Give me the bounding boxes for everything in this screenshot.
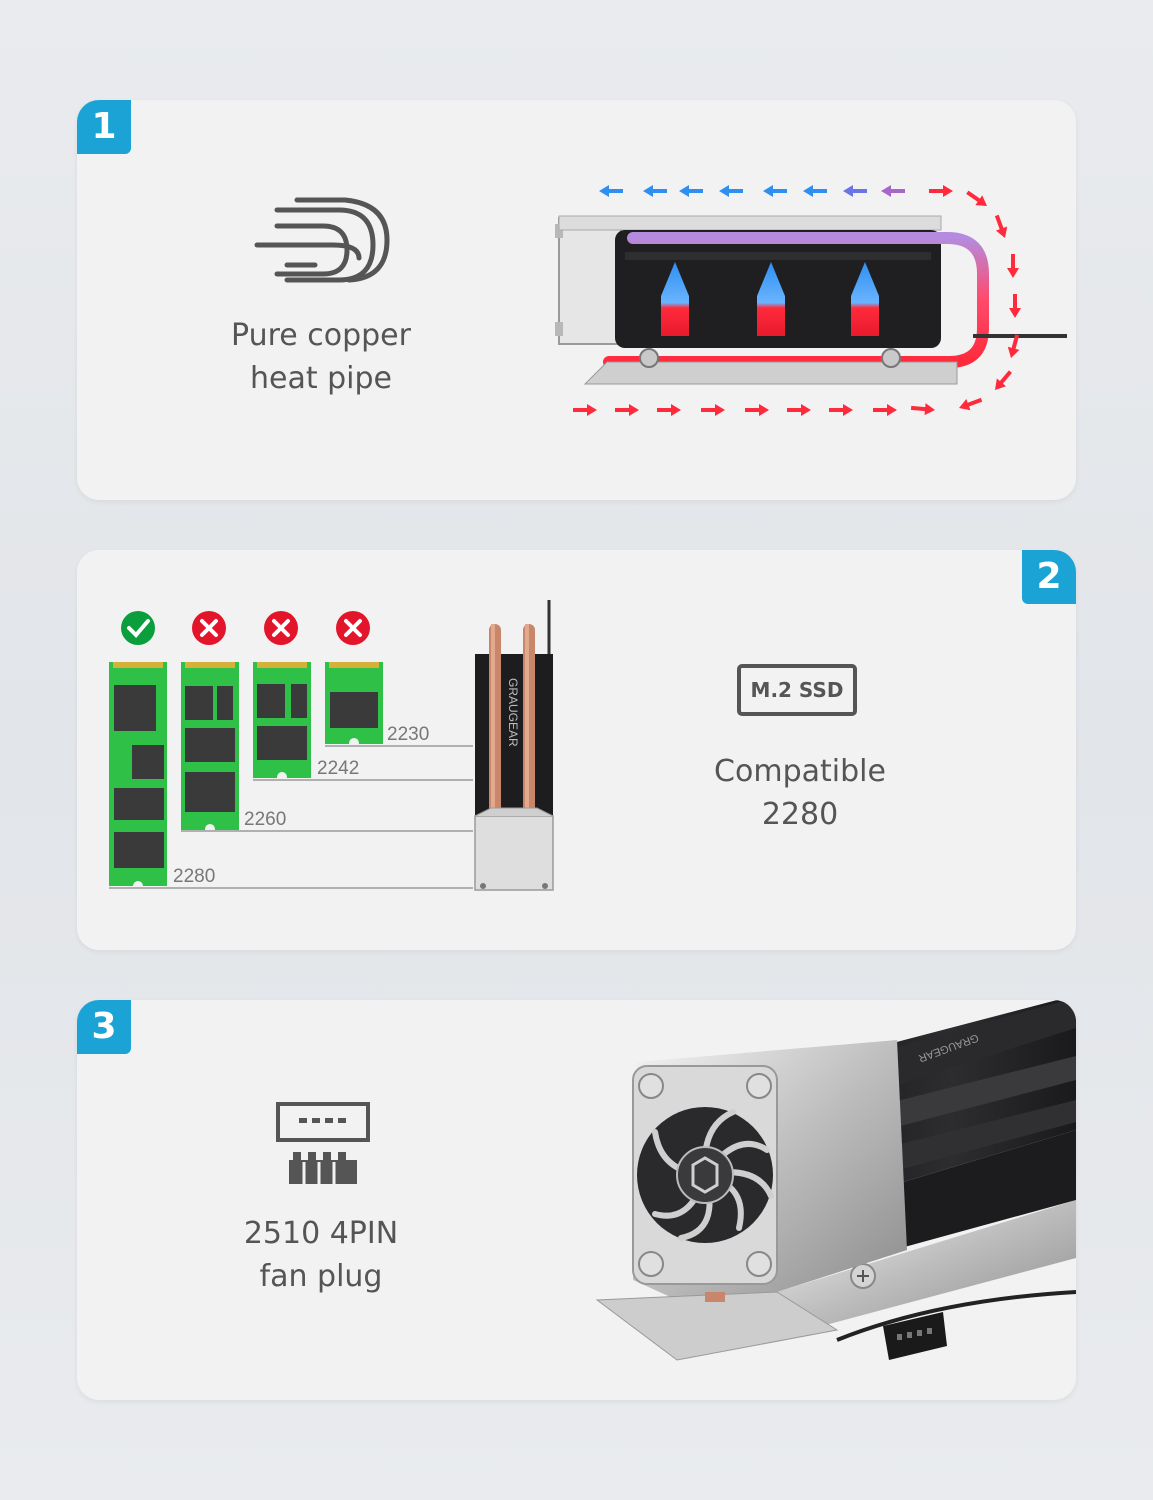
m2-ssd-icon: M.2 SSD xyxy=(737,664,857,716)
ssd-2230 xyxy=(325,662,383,748)
check-icon xyxy=(121,611,155,645)
heatsink-product-render: GRAUGEAR xyxy=(595,1000,1076,1361)
panel-3-graphics: GRAUGEAR xyxy=(276,1000,1076,1361)
cross-icon xyxy=(264,611,298,645)
heatsink-top-view: GRAUGEAR xyxy=(474,600,554,891)
panel-1-graphics xyxy=(254,185,1067,416)
ssd-size-label: 2242 xyxy=(317,758,359,779)
caption-line: 2510 4PIN xyxy=(243,1216,399,1251)
ssd-size-label: 2260 xyxy=(244,809,286,830)
step-badge-3: 3 xyxy=(77,1000,131,1054)
ssd-2260 xyxy=(181,662,239,834)
feature-panel-compatibility: 2 xyxy=(77,550,1076,950)
caption-line: fan plug xyxy=(259,1259,383,1294)
cool-airflow-arrows xyxy=(599,185,905,197)
hot-airflow-arrows xyxy=(573,185,1021,416)
cross-icon xyxy=(192,611,226,645)
feature-panel-fan-plug: 3 xyxy=(77,1000,1076,1400)
heatsink-brand-label: GRAUGEAR xyxy=(506,678,520,747)
caption-line: 2280 xyxy=(761,797,839,832)
heat-pipe-icon xyxy=(254,197,390,283)
ssd-size-label: 2230 xyxy=(387,724,429,745)
fan-plug-caption: 2510 4PIN fan plug xyxy=(195,1212,447,1298)
ssd-2242 xyxy=(253,662,311,782)
step-badge-2: 2 xyxy=(1022,550,1076,604)
caption-line: heat pipe xyxy=(249,361,393,396)
heatsink-airflow-illustration xyxy=(555,185,1067,416)
ssd-2280 xyxy=(109,662,167,891)
step-badge-1: 1 xyxy=(77,100,131,154)
caption-line: Compatible xyxy=(714,754,886,789)
feature-panel-heat-pipe: 1 xyxy=(77,100,1076,500)
fan-connector-icon xyxy=(276,1102,370,1184)
heat-flow-spikes xyxy=(661,262,879,336)
m2-ssd-icon-label: M.2 SSD xyxy=(750,678,844,702)
panel-2-graphics: 2280 2260 2242 2230 GRAUGEAR xyxy=(109,600,554,891)
heat-pipe-caption: Pure copper heat pipe xyxy=(201,314,441,400)
cross-icon xyxy=(336,611,370,645)
ssd-size-label: 2280 xyxy=(173,866,215,887)
compatibility-caption: Compatible 2280 xyxy=(675,750,925,836)
caption-line: Pure copper xyxy=(231,318,411,353)
